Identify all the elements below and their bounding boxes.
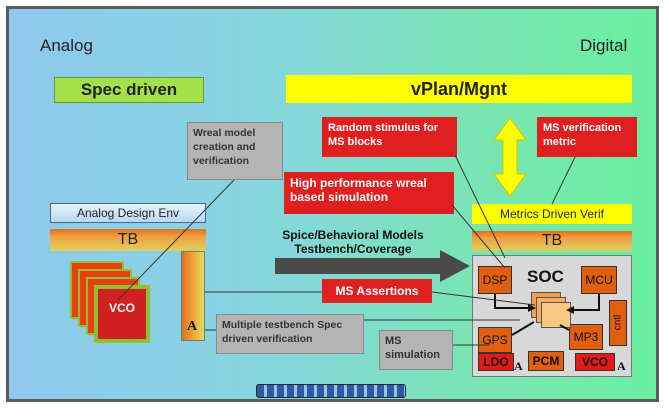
ldo-chip: LDO [478,353,514,371]
a-ldo-label: A [514,359,523,373]
dsp-chip: DSP [478,266,512,294]
metric-pointer [551,156,576,205]
spice-arrow [275,250,470,282]
random-stimulus-pointer [454,154,506,259]
gps-chip: GPS [478,327,512,353]
cntl-chip: cntl [609,300,627,346]
wreal-pointer-line [117,179,235,301]
mcu-chip: MCU [581,266,617,294]
high-perf-pointer [451,204,506,269]
random-stimulus-callout: Random stimulus for MS blocks [322,117,457,157]
gps-arrow [511,321,535,336]
tb-left-bar: TB [50,229,206,251]
soc-title: SOC [527,267,564,286]
tb-right-bar: TB [472,231,632,251]
metrics-driven-verif-bar: Metrics Driven Verif [472,204,632,224]
wreal-callout: Wreal model creation and verification [187,122,283,180]
film-strip [256,384,406,398]
assertions-to-soc-line [431,291,536,306]
high-performance-callout: High performance wreal based simulation [284,172,454,214]
mcu-arrow [574,294,600,311]
stack-card-vco: VCO [94,285,150,343]
testbench-vertical-bar [181,251,205,341]
dsp-arrow [494,294,528,309]
a-vco-label: A [617,359,626,373]
digital-heading: Digital [580,36,628,55]
vplan-bar: vPlan/Mgnt [286,75,632,103]
vco-left-label: VCO [108,301,135,315]
mp3-arrow [559,324,570,331]
spice-models-line: Spice/Behavioral Models [282,228,424,242]
vco-chip: VCO [575,353,615,371]
ms-assertions-callout: MS Assertions [322,279,432,303]
spice-models-label: Spice/Behavioral Models Testbench/Covera… [268,228,438,256]
testbench-coverage-line: Testbench/Coverage [294,242,412,256]
dsp-arrow-head [528,304,536,312]
analog-design-env-bar: Analog Design Env [50,203,206,223]
soc-page-3 [541,302,571,328]
mp3-chip: MP3 [569,324,603,350]
yellow-double-arrow [493,117,527,197]
a-left-label: A [187,319,198,334]
analog-heading: Analog [40,36,93,55]
multiple-testbench-callout: Multiple testbench Spec driven verificat… [216,314,364,354]
pcm-chip: PCM [528,351,564,371]
mcu-arrow-head [566,306,574,314]
ms-verification-metric-callout: MS verification metric [537,117,637,157]
spec-driven-bar: Spec driven [54,77,204,103]
ms-simulation-callout: MS simulation [379,330,453,370]
